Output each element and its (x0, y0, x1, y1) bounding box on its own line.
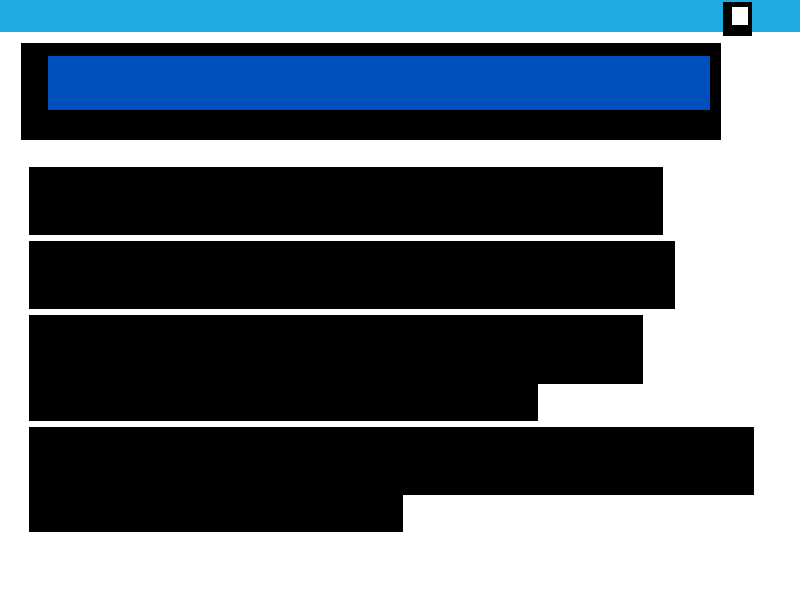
redacted-block-4-line-2 (29, 494, 403, 532)
redacted-block-1 (29, 167, 663, 235)
redacted-block-2 (29, 241, 675, 309)
header-banner (21, 43, 721, 140)
redacted-block-4-line-1 (29, 427, 754, 495)
top-bar (0, 0, 800, 32)
square-icon-inner (732, 7, 748, 25)
redacted-block-3-line-1 (29, 315, 643, 384)
square-icon[interactable] (723, 2, 752, 36)
header-banner-bar (48, 56, 710, 110)
redacted-block-3-line-2 (29, 383, 538, 421)
